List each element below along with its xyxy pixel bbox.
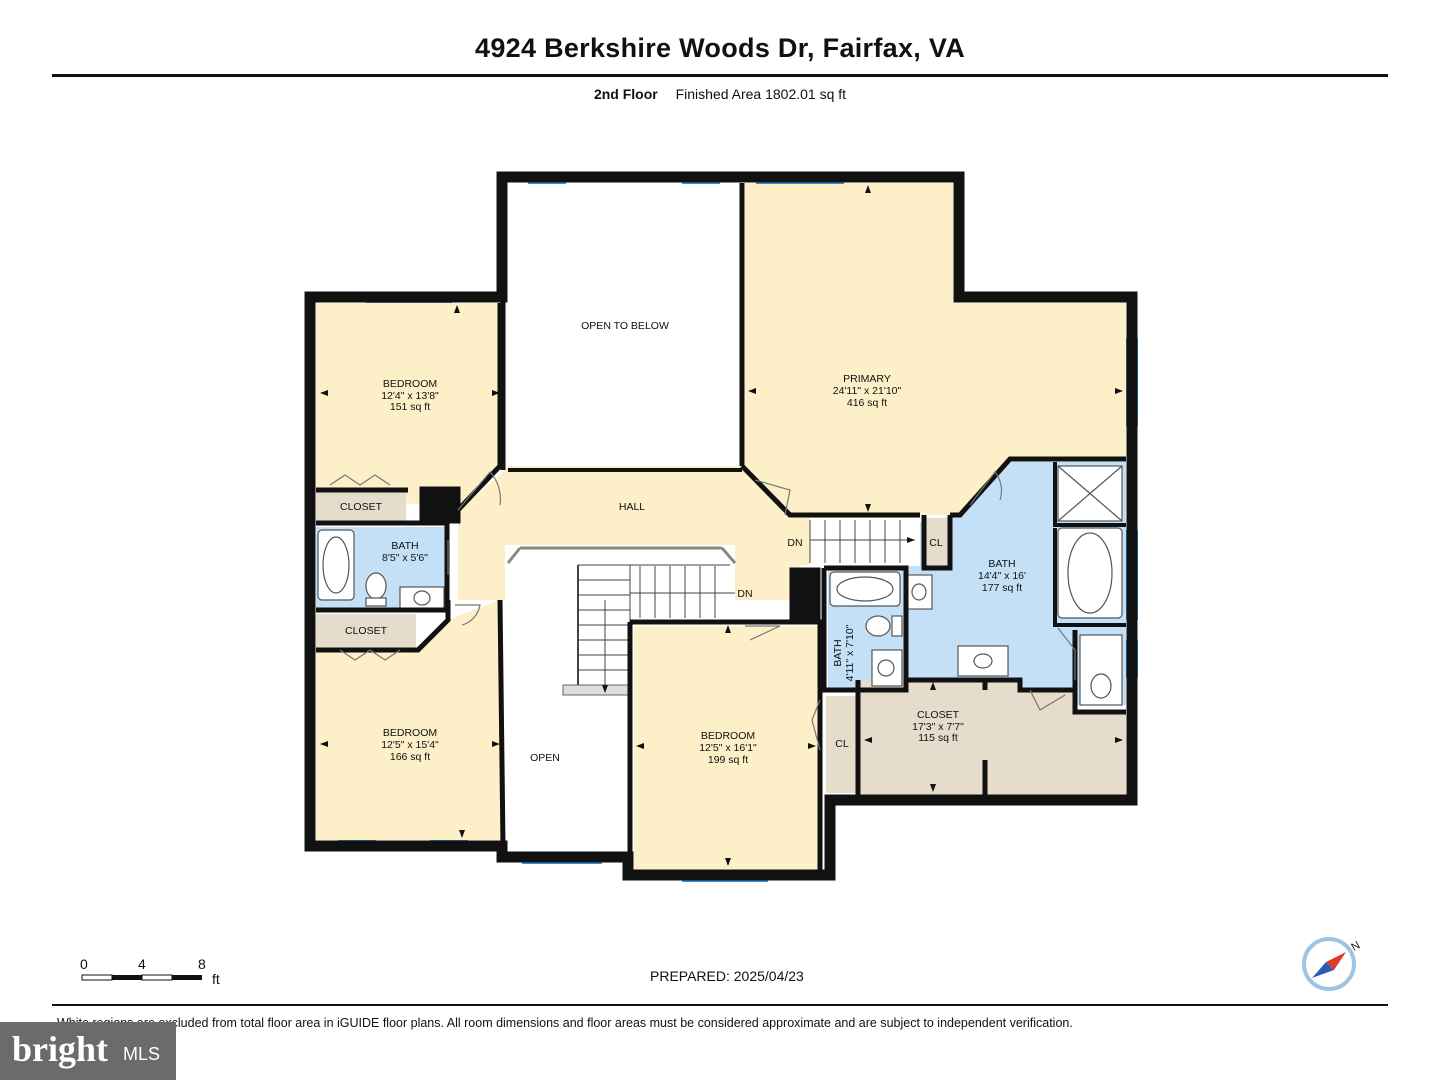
- primary-bath-dims: 14'4" x 16': [978, 570, 1026, 582]
- bedroom-1-dims: 12'4" x 13'8": [381, 390, 439, 402]
- primary-area: 416 sq ft: [847, 397, 887, 409]
- bath-2-dims: 4'11" x 7'10": [844, 624, 856, 681]
- primary-bath-area: 177 sq ft: [982, 582, 1022, 594]
- primary-name: PRIMARY: [843, 373, 891, 385]
- bedroom-3-dims: 12'5" x 16'1": [699, 742, 757, 754]
- title-divider: [52, 74, 1388, 77]
- walkin-closet-dims: 17'3" x 7'7": [912, 721, 964, 733]
- logo-brand: bright: [12, 1029, 109, 1069]
- closet-1-fill: [316, 490, 406, 523]
- bedroom-3-fill: [634, 626, 820, 870]
- hall-fill: [458, 466, 920, 600]
- closet-2-label: CLOSET: [345, 625, 388, 637]
- hall-label: HALL: [619, 501, 645, 513]
- room-labels: BEDROOM 12'4" x 13'8" 151 sq ft OPEN TO …: [340, 320, 1026, 766]
- primary-dims: 24'11" x 21'10": [833, 385, 902, 397]
- cl-upper-fill: [924, 518, 948, 566]
- bedroom-1-name: BEDROOM: [383, 378, 437, 390]
- scale-unit: ft: [212, 971, 220, 987]
- bedroom-3-area: 199 sq ft: [708, 754, 748, 766]
- bedroom-2-area: 166 sq ft: [390, 751, 430, 763]
- compass-icon: N: [1302, 937, 1362, 991]
- bath-1-dims: 8'5" x 5'6": [382, 552, 428, 564]
- open-area-label: OPEN: [530, 752, 560, 764]
- bedroom-1-fill: [316, 303, 500, 510]
- floor-name: 2nd Floor: [593, 86, 658, 102]
- cl-lower-fill: [826, 696, 858, 793]
- toilet-bath-1: [365, 572, 387, 600]
- open-to-below-fill: [508, 183, 742, 466]
- scale-tick-4: 4: [138, 956, 146, 972]
- cl-lower-label: CL: [835, 738, 849, 750]
- open-area-fill: [508, 548, 735, 850]
- bright-mls-logo: bright MLS: [0, 1022, 176, 1080]
- walkin-closet-area: 115 sq ft: [918, 732, 958, 744]
- bedroom-2-dims: 12'5" x 15'4": [381, 739, 439, 751]
- bedroom-2-fill: [316, 600, 503, 840]
- toilet-bath-2: [865, 615, 891, 637]
- scale-tick-8: 8: [198, 956, 206, 972]
- bedroom-2-name: BEDROOM: [383, 727, 437, 739]
- room-fills: [316, 183, 1126, 870]
- walkin-closet-name: CLOSET: [917, 709, 960, 721]
- logo-suffix: MLS: [123, 1044, 161, 1064]
- closet-2-fill: [316, 614, 416, 649]
- primary-bath-name: BATH: [988, 558, 1015, 570]
- scale-bar: 0 4 8 ft: [80, 956, 220, 987]
- disclaimer: White regions are excluded from total fl…: [57, 1016, 1073, 1030]
- dimension-arrows: [320, 185, 1123, 866]
- walkin-closet-fill: [860, 680, 1126, 795]
- fixtures: [317, 465, 1123, 706]
- dn-upper-label: DN: [787, 537, 802, 549]
- scale-tick-0: 0: [80, 956, 88, 972]
- bath-1-name: BATH: [391, 540, 418, 552]
- page-title: 4924 Berkshire Woods Dr, Fairfax, VA: [475, 33, 965, 63]
- prepared-date: PREPARED: 2025/04/23: [650, 968, 804, 984]
- closet-1-label: CLOSET: [340, 501, 383, 513]
- door-swings: [329, 471, 1076, 751]
- dn-lower-label: DN: [737, 588, 752, 600]
- finished-area: Finished Area 1802.01 sq ft: [675, 86, 847, 102]
- bedroom-3-name: BEDROOM: [701, 730, 755, 742]
- walls: [304, 171, 1138, 881]
- footer-divider: [52, 1004, 1388, 1006]
- bedroom-1-area: 151 sq ft: [390, 401, 430, 413]
- stair-treads: [506, 520, 915, 696]
- bath-2-name: BATH: [832, 639, 844, 666]
- cl-upper-label: CL: [929, 537, 943, 549]
- stairs-upper-fill: [810, 518, 920, 566]
- floor-subtitle: 2nd Floor Finished Area 1802.01 sq ft: [0, 86, 1440, 102]
- open-to-below-label: OPEN TO BELOW: [581, 320, 669, 332]
- primary-fill: [745, 183, 1126, 515]
